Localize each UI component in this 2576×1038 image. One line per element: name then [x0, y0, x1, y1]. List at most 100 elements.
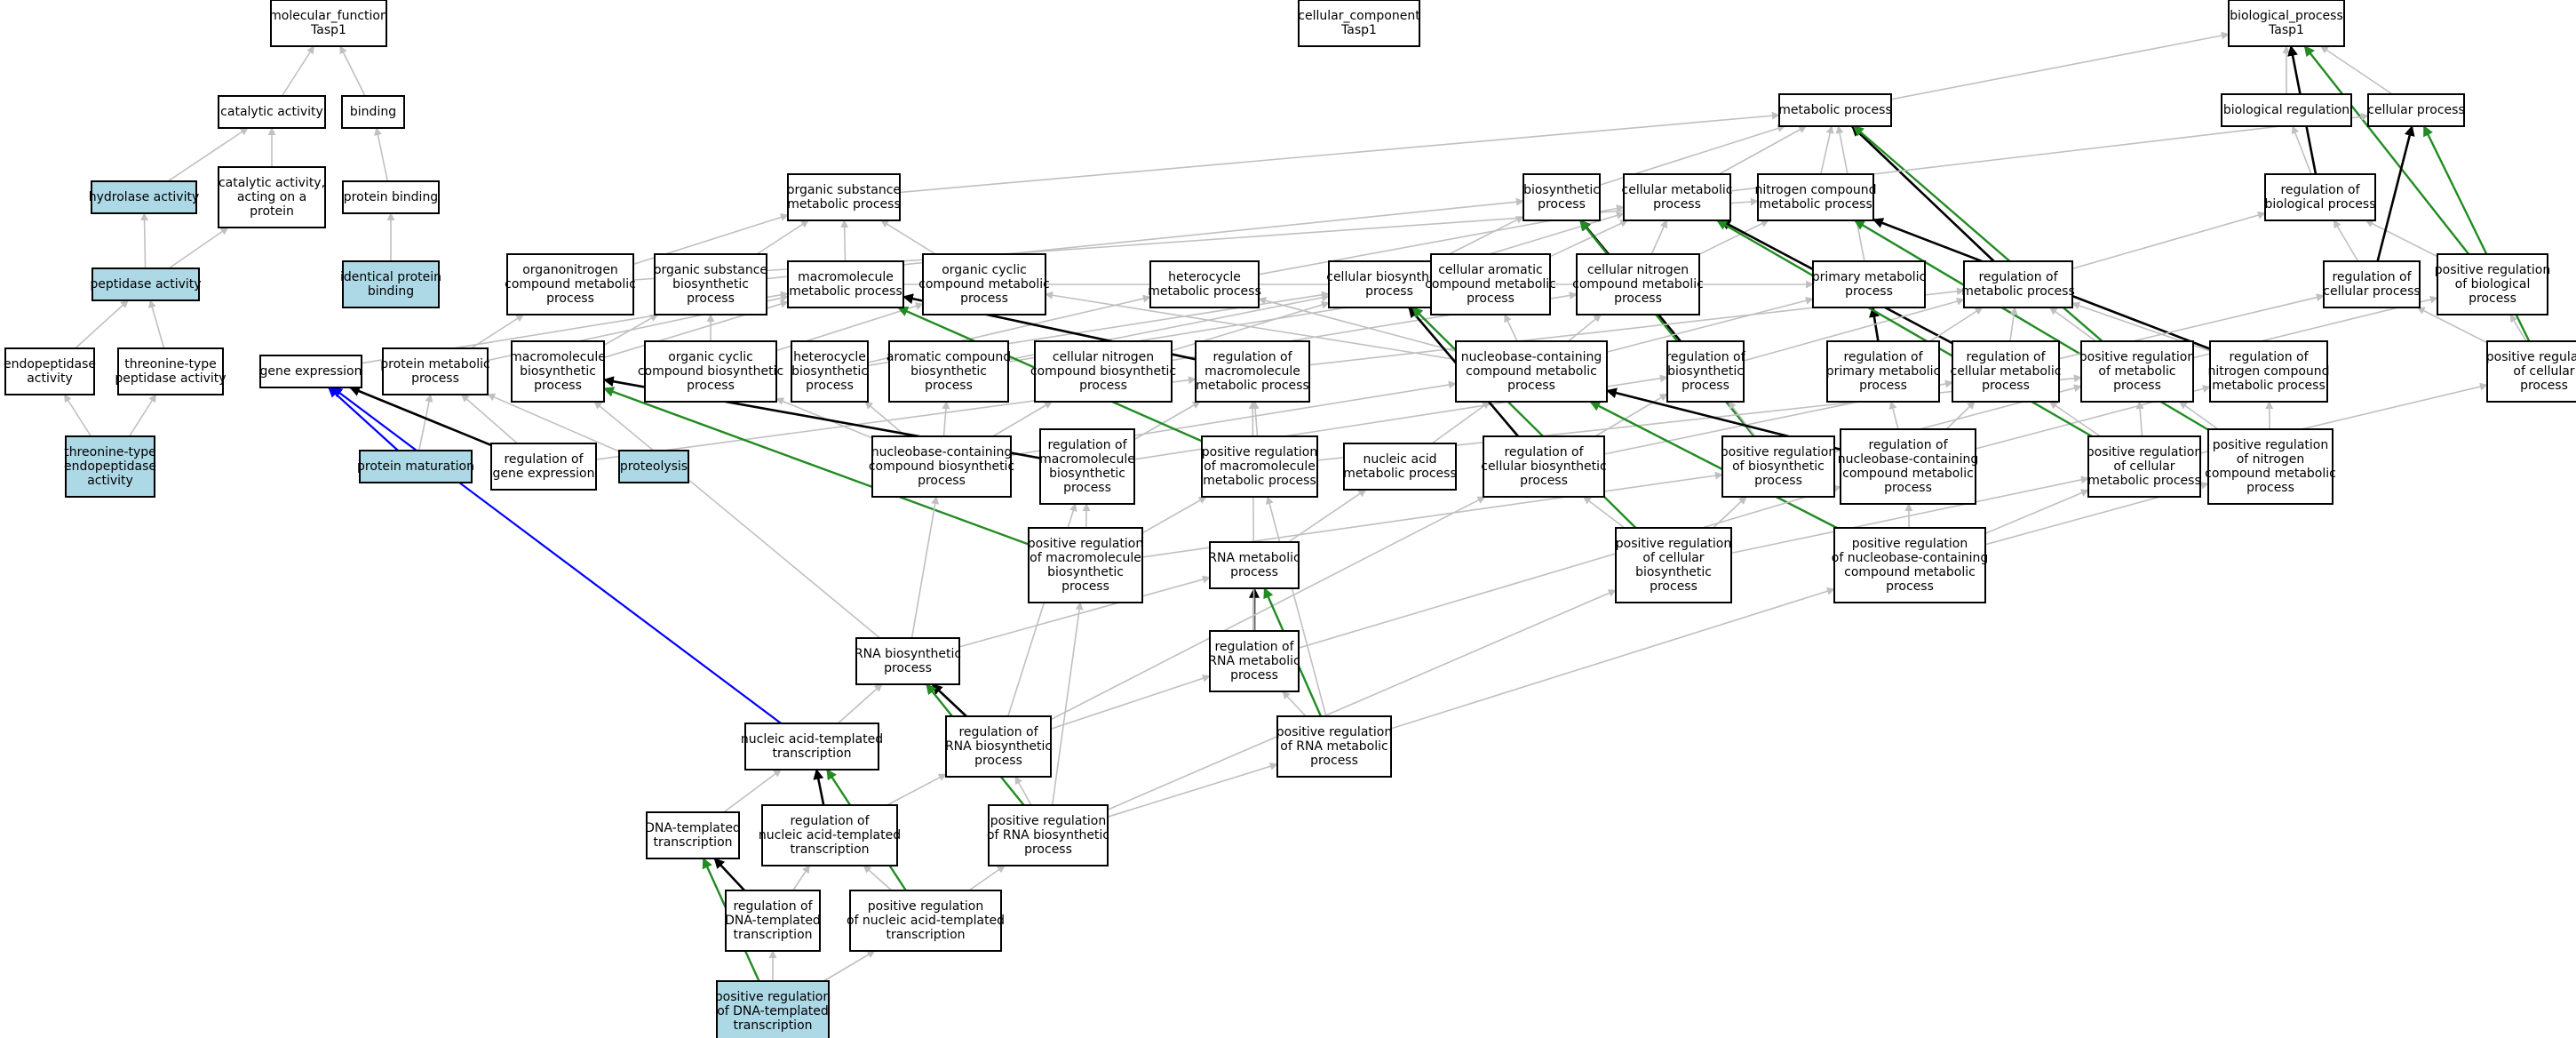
node-box — [644, 340, 777, 403]
edge-layer — [63, 31, 2531, 982]
node-box — [1523, 173, 1601, 221]
node-label-line: process — [1467, 291, 1515, 306]
node-label-line: process — [534, 379, 582, 393]
node-label-line: nucleic acid-templated — [741, 732, 883, 747]
node-label-line: process — [806, 379, 854, 393]
node-label-line: process — [1061, 579, 1109, 594]
node-label-line: biosynthetic — [672, 277, 749, 291]
node-label-line: biosynthetic — [791, 364, 868, 379]
node-box — [1149, 260, 1260, 308]
node-label-line: of cellular — [2513, 364, 2574, 379]
node-label-line: process — [1538, 197, 1586, 212]
node-box — [988, 804, 1109, 866]
node-box — [1209, 630, 1300, 692]
node-box — [1209, 541, 1300, 589]
node-label-line: process — [1682, 379, 1729, 393]
edge-is-a — [880, 220, 936, 255]
edge-is-a — [1582, 496, 1626, 529]
edge-is-a — [863, 865, 893, 891]
edge-is-a — [2319, 45, 2393, 95]
node-box — [1666, 340, 1745, 403]
node-label-line: positive regulation — [2087, 445, 2202, 459]
edge-is-a — [1014, 776, 1032, 806]
node-label-line: threonine-type — [64, 445, 156, 459]
edge-regulates — [2376, 124, 2415, 262]
node-box — [2228, 0, 2345, 47]
node-label-line: metabolic process — [1196, 379, 1309, 393]
node-label-line: transcription — [733, 1018, 812, 1033]
edge-is-a — [823, 950, 876, 982]
node-label-line: regulation of — [1868, 438, 1948, 452]
node-label-line: process — [546, 291, 594, 306]
node-box — [490, 443, 597, 491]
edge-positively-regulates — [2303, 45, 2470, 255]
node-box — [2209, 340, 2328, 403]
node-box — [91, 180, 197, 214]
go-term-node: catalytic activity — [218, 95, 326, 129]
node-label-line: compound metabolic — [505, 277, 636, 291]
edge-is-a — [2416, 307, 2488, 344]
edge-is-a — [1888, 401, 1899, 430]
node-label-line: compound metabolic — [1844, 565, 1976, 579]
node-label-line: biological_process — [2230, 9, 2343, 23]
node-box — [2486, 340, 2576, 403]
node-box — [1455, 340, 1608, 403]
edge-is-a — [1258, 296, 1457, 353]
edge-is-a — [1287, 489, 1367, 543]
node-label-line: nucleobase-containing — [871, 445, 1013, 459]
node-box — [1952, 340, 2060, 403]
node-label-line: compound biosynthetic — [1030, 364, 1176, 379]
node-label-line: process — [2469, 291, 2516, 306]
go-term-node: biological regulation — [2221, 93, 2352, 127]
node-label-line: of cellular — [2113, 459, 2174, 474]
node-label-line: process — [687, 291, 735, 306]
node-label-line: regulation of — [1212, 350, 1292, 364]
node-label-line: metabolic process — [1203, 474, 1316, 488]
node-box — [761, 804, 898, 866]
node-label-line: process — [687, 379, 735, 393]
edge-is-a — [2333, 220, 2359, 262]
node-label-line: process — [925, 379, 973, 393]
node-box — [1623, 173, 1731, 221]
node-label-line: cellular process — [2367, 103, 2464, 117]
node-label-line: biosynthetic — [1049, 467, 1125, 481]
edge-is-a — [128, 394, 157, 437]
node-label-line: regulation of — [1214, 640, 1294, 654]
edge-is-a — [1133, 401, 1201, 441]
edge-is-a — [281, 45, 315, 97]
edge-is-a — [1743, 297, 1965, 362]
node-label-line: cellular process — [2323, 284, 2420, 299]
node-label-line: proteolysis — [620, 459, 688, 474]
node-label-line: process — [1063, 481, 1111, 495]
node-box — [2080, 340, 2194, 403]
edge-is-a — [840, 220, 849, 262]
node-label-line: of macromolecule — [1204, 459, 1316, 474]
edge-is-a — [168, 227, 229, 269]
node-box — [654, 253, 767, 315]
node-box — [1343, 443, 1457, 491]
node-box — [1201, 435, 1318, 498]
node-box — [945, 715, 1052, 778]
node-box — [218, 166, 326, 228]
node-label-line: DNA-templated — [725, 914, 821, 928]
node-label-line: cellular aromatic — [1438, 263, 1543, 277]
node-label-line: process — [2520, 379, 2568, 393]
node-label-line: positive regulation — [715, 990, 831, 1004]
edge-is-a — [2291, 125, 2312, 175]
node-label-line: binding — [350, 105, 396, 119]
node-box — [117, 347, 224, 395]
edge-is-a — [75, 299, 129, 349]
